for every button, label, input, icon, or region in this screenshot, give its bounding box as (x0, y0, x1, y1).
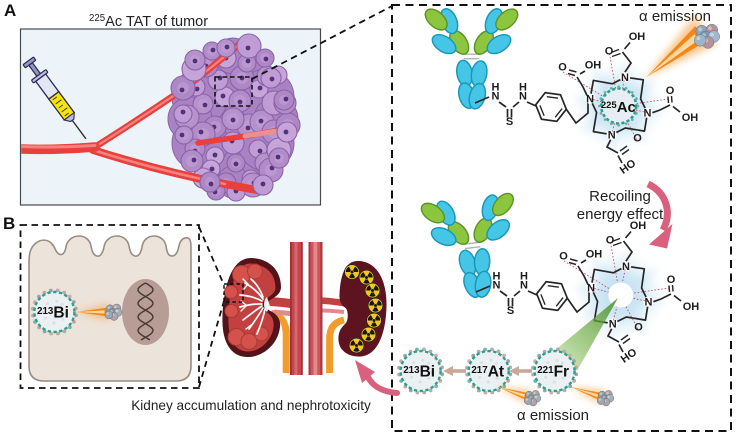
svg-text:OH: OH (683, 301, 700, 313)
svg-text:S: S (506, 116, 513, 128)
svg-text:N: N (493, 280, 501, 292)
svg-text:N: N (520, 280, 528, 292)
svg-text:N: N (609, 319, 617, 331)
svg-text:O: O (633, 133, 642, 145)
svg-text:N: N (622, 261, 630, 273)
svg-text:Bi: Bi (53, 305, 69, 322)
svg-text:221: 221 (537, 365, 554, 376)
svg-text:213: 213 (37, 306, 54, 317)
svg-text:Recoiling: Recoiling (589, 188, 651, 205)
svg-text:O: O (605, 46, 614, 58)
svg-text:OH: OH (585, 60, 602, 72)
svg-text:217: 217 (471, 365, 488, 376)
svg-text:213: 213 (403, 365, 420, 376)
svg-text:O: O (666, 85, 675, 97)
svg-text:H: H (520, 271, 528, 283)
svg-text:N: N (587, 283, 595, 295)
svg-text:OH: OH (682, 112, 699, 124)
svg-text:α emission: α emission (639, 8, 711, 25)
svg-text:A: A (4, 1, 16, 20)
svg-text:O: O (559, 251, 568, 263)
svg-text:N: N (621, 72, 629, 84)
svg-text:energy effect: energy effect (577, 206, 664, 223)
svg-text:N: N (586, 94, 594, 106)
svg-text:O: O (606, 235, 615, 247)
svg-text:α emission: α emission (517, 407, 589, 424)
svg-text:B: B (3, 214, 15, 233)
svg-text:H: H (519, 82, 527, 94)
svg-text:H: H (493, 271, 501, 283)
svg-text:N: N (644, 297, 652, 309)
svg-text:S: S (507, 305, 514, 317)
svg-text:O: O (558, 62, 567, 74)
svg-text:Kidney accumulation and nephro: Kidney accumulation and nephrotoxicity (131, 398, 371, 413)
svg-text:At: At (488, 364, 504, 381)
svg-text:Fr: Fr (554, 364, 570, 381)
svg-text:N: N (492, 91, 500, 103)
svg-text:225: 225 (601, 100, 618, 111)
svg-text:O: O (634, 322, 643, 334)
svg-text:Bi: Bi (420, 364, 436, 381)
svg-text:Ac: Ac (617, 99, 636, 116)
svg-text:225Ac TAT of tumor: 225Ac TAT of tumor (89, 13, 208, 30)
svg-text:OH: OH (630, 220, 647, 232)
svg-text:O: O (667, 274, 676, 286)
svg-text:OH: OH (629, 31, 646, 43)
svg-text:H: H (492, 82, 500, 94)
svg-text:N: N (608, 130, 616, 142)
svg-text:N: N (643, 108, 651, 120)
svg-text:N: N (519, 91, 527, 103)
svg-text:OH: OH (586, 249, 603, 261)
